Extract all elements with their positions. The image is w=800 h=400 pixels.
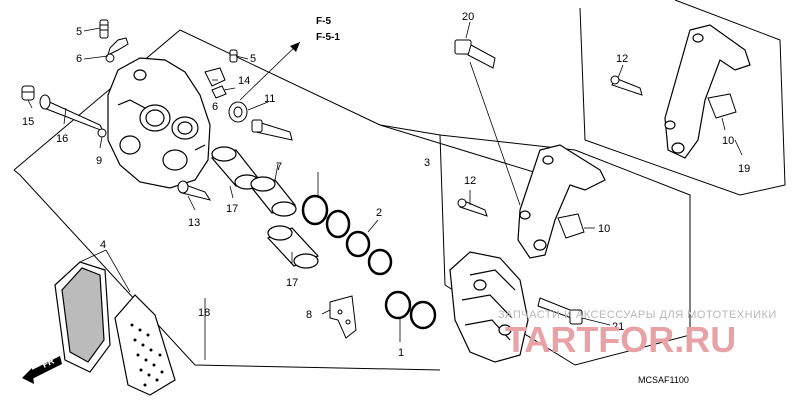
seal-upper-a — [301, 194, 329, 226]
callout-20: 20 — [462, 11, 474, 23]
callout-6-b: 6 — [212, 101, 218, 113]
bleeder-screw-right — [229, 49, 238, 63]
watermark-tagline: ЗАПЧАСТИ И АКСЕССУАРЫ ДЛЯ МОТОТЕХНИКИ — [498, 309, 777, 321]
callout-15: 15 — [22, 116, 34, 128]
seal-upper-d — [367, 248, 393, 276]
boot — [228, 101, 248, 123]
callout-21: 21 — [612, 321, 624, 333]
callout-4: 4 — [100, 239, 106, 251]
callout-17-a: 17 — [226, 203, 238, 215]
bolt-20 — [454, 39, 496, 69]
bolt-21 — [537, 297, 583, 325]
caliper-lower — [449, 251, 529, 363]
pin-12-middle — [457, 198, 488, 217]
seal-upper-c — [345, 230, 371, 258]
callout-18: 18 — [198, 307, 210, 319]
callout-9: 9 — [96, 155, 102, 167]
seal-upper-b — [325, 209, 351, 239]
callout-3: 3 — [424, 157, 430, 169]
reference-f5: F-5 — [316, 16, 331, 27]
pad-spring — [329, 295, 357, 339]
front-direction-label: FR — [41, 355, 57, 369]
callout-12-a: 12 — [464, 175, 476, 187]
callout-5-b: 5 — [250, 53, 256, 65]
leader-lines — [27, 21, 743, 360]
pin-bolt — [211, 85, 227, 99]
callout-7: 7 — [276, 161, 282, 173]
piston-7 — [250, 176, 297, 217]
callout-11: 11 — [264, 93, 275, 105]
pad-dots — [130, 323, 164, 387]
clip-10-middle — [557, 213, 585, 239]
diagram-code: MCSAF1100 — [638, 375, 689, 385]
callout-10-b: 10 — [722, 135, 734, 147]
pad-pin-16 — [39, 94, 105, 132]
callout-labels: 5 6 5 14 6 11 7 15 16 9 13 17 17 2 1 8 4… — [22, 11, 750, 359]
bleeder-screw-upper — [99, 19, 109, 39]
callout-13: 13 — [188, 217, 200, 229]
seal-lower-b — [409, 300, 437, 330]
piston-17-lower — [266, 225, 320, 269]
caliper-bracket-middle — [517, 144, 606, 259]
brake-pad-right — [114, 294, 176, 396]
callout-17-b: 17 — [286, 277, 298, 289]
callout-12-b: 12 — [616, 53, 628, 65]
clip-10-upper — [707, 93, 737, 119]
callout-5-a: 5 — [76, 26, 82, 38]
reference-arrow — [290, 42, 300, 52]
caliper-body — [107, 57, 211, 189]
watermark-brand: TARTFOR.RU — [505, 319, 736, 360]
reference-f5-1: F-5-1 — [316, 32, 340, 43]
sleeve-15 — [21, 85, 35, 101]
pad-pin-13 — [177, 180, 212, 201]
callout-16: 16 — [56, 133, 68, 145]
seal-lower-a — [384, 290, 412, 320]
pin-12-upper — [610, 75, 643, 96]
callout-1: 1 — [398, 347, 404, 359]
caliper-bracket-upper — [664, 24, 751, 159]
bleeder-cap-right — [204, 67, 226, 87]
callout-6-a: 6 — [76, 53, 82, 65]
brake-pad-left — [54, 261, 111, 373]
bleeder-cap-upper — [105, 37, 129, 63]
callout-8: 8 — [306, 309, 312, 321]
callout-19: 19 — [738, 163, 750, 175]
front-direction-arrow: FR — [22, 355, 62, 384]
callout-14: 14 — [238, 75, 250, 87]
callout-2: 2 — [376, 207, 382, 219]
washer-9 — [97, 128, 107, 138]
caliper-pin — [251, 119, 293, 141]
callout-10-a: 10 — [598, 223, 610, 235]
